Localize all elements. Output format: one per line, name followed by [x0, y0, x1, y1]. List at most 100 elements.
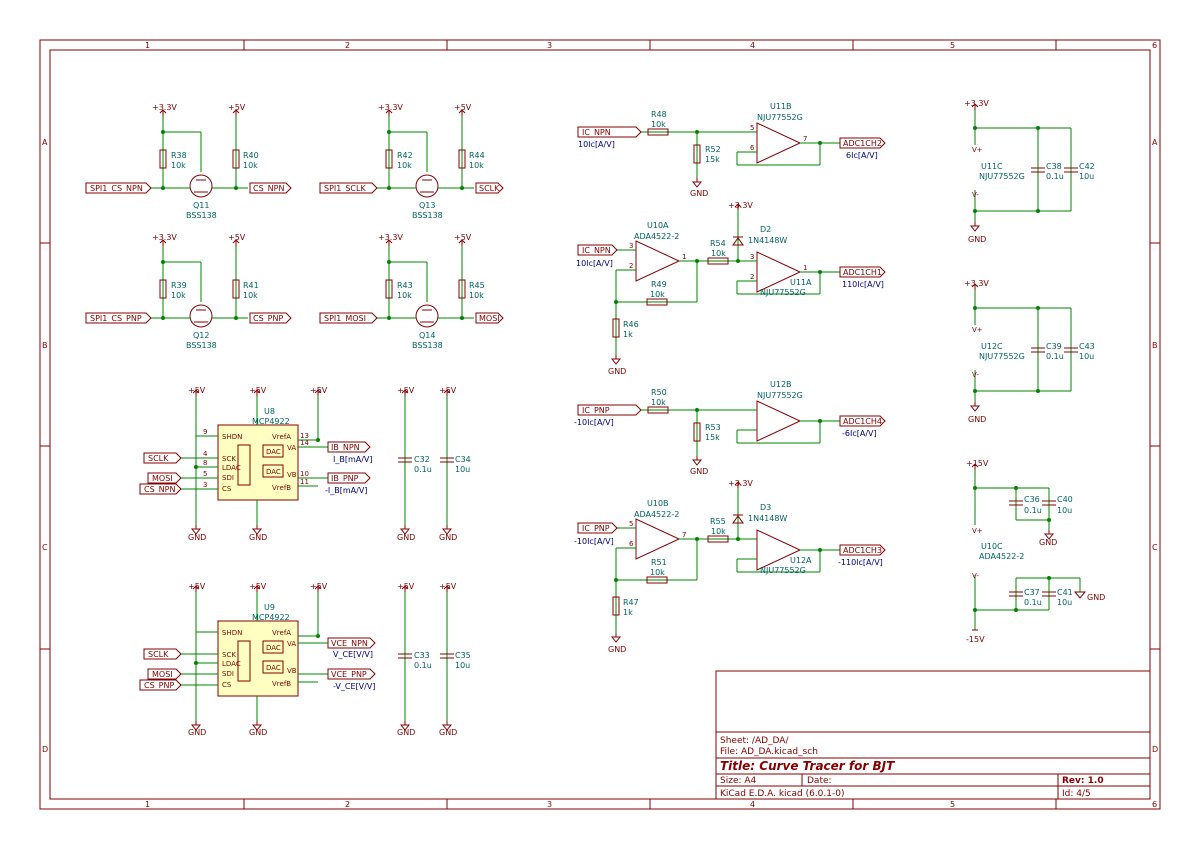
svg-text:10k: 10k	[171, 161, 186, 170]
svg-text:10u: 10u	[1057, 598, 1072, 607]
net-label: CS_NPN	[253, 184, 284, 193]
svg-text:15k: 15k	[705, 433, 720, 442]
row-label: A	[42, 138, 48, 147]
svg-text:U11A: U11A	[790, 278, 812, 287]
svg-text:D2: D2	[760, 225, 771, 234]
row-label: A	[1152, 138, 1158, 147]
col-label: 4	[750, 41, 755, 50]
power-label: +3.3V	[378, 233, 403, 242]
svg-text:IB_NPN: IB_NPN	[331, 443, 360, 452]
svg-text:VrefA: VrefA	[272, 433, 291, 441]
svg-text:+3.3V: +3.3V	[728, 479, 753, 488]
col-label: 5	[950, 41, 955, 50]
svg-text:NJU77552G: NJU77552G	[979, 172, 1025, 181]
supply-u12c	[970, 283, 1079, 412]
svg-text:+3.3V: +3.3V	[728, 201, 753, 210]
row-label: D	[42, 745, 48, 754]
svg-text:SCLK: SCLK	[148, 650, 169, 659]
svg-text:Q11: Q11	[193, 201, 209, 210]
svg-text:10u: 10u	[455, 465, 470, 474]
svg-text:10k: 10k	[711, 527, 726, 536]
svg-text:+5V: +5V	[188, 582, 206, 591]
svg-text:ADC1CH4: ADC1CH4	[843, 417, 882, 426]
svg-text:C34: C34	[455, 455, 471, 464]
row-label: C	[1152, 543, 1158, 552]
power-label: +3.3V	[152, 233, 177, 242]
svg-text:7: 7	[682, 531, 686, 539]
net-label: SPI1_CS_PNP	[90, 314, 142, 323]
col-label: 6	[1152, 800, 1157, 809]
svg-text:SHDN: SHDN	[222, 629, 242, 637]
svg-text:R41: R41	[243, 281, 259, 290]
power-label: +3.3V	[378, 103, 403, 112]
svg-text:VrefB: VrefB	[272, 484, 291, 492]
svg-text:MCP4922: MCP4922	[252, 613, 290, 622]
col-label: 5	[950, 800, 955, 809]
level-shifter-q11	[150, 109, 248, 198]
net-label: MOSI	[479, 314, 500, 323]
dac-labels: +5V +5V +5V GND GND U8 MCP4922 SHDN SCK …	[139, 386, 376, 737]
svg-text:GND: GND	[1039, 538, 1057, 547]
svg-text:DAC: DAC	[266, 664, 281, 672]
sheet-id: Id: 4/5	[1062, 789, 1091, 799]
col-label: 3	[547, 41, 552, 50]
svg-text:R52: R52	[705, 145, 721, 154]
svg-text:15k: 15k	[705, 155, 720, 164]
svg-text:R54: R54	[710, 239, 726, 248]
svg-text:GND: GND	[397, 728, 415, 737]
level-shifter-q13	[376, 109, 474, 198]
svg-text:ADC1CH3: ADC1CH3	[843, 546, 882, 555]
svg-text:+5V: +5V	[310, 386, 328, 395]
svg-text:1k: 1k	[623, 330, 633, 339]
svg-text:U11C: U11C	[981, 162, 1003, 171]
svg-text:C33: C33	[414, 651, 430, 660]
svg-text:GND: GND	[690, 189, 708, 198]
svg-text:VCE_PNP: VCE_PNP	[331, 670, 367, 679]
amp-u11b	[640, 122, 840, 188]
svg-text:+3.3V: +3.3V	[964, 279, 989, 288]
amp-u12b	[640, 400, 840, 466]
svg-text:4: 4	[203, 450, 208, 458]
svg-text:10u: 10u	[455, 661, 470, 670]
sheet-name: Sheet: /AD_DA/	[720, 736, 789, 746]
net-label: CS_PNP	[253, 314, 283, 323]
svg-text:BSS138: BSS138	[186, 341, 217, 350]
svg-text:0.1u: 0.1u	[414, 465, 432, 474]
svg-text:+5V: +5V	[439, 582, 457, 591]
svg-text:GND: GND	[1087, 593, 1105, 602]
svg-text:+5V: +5V	[439, 386, 457, 395]
svg-text:SDI: SDI	[222, 474, 234, 482]
svg-text:Q14: Q14	[419, 331, 435, 340]
svg-text:C32: C32	[414, 455, 430, 464]
svg-text:C42: C42	[1079, 162, 1095, 171]
svg-text:5: 5	[750, 124, 754, 132]
svg-text:-V_CE[V/V]: -V_CE[V/V]	[333, 682, 375, 691]
svg-text:R46: R46	[623, 320, 639, 329]
svg-text:R39: R39	[171, 281, 187, 290]
svg-text:10k: 10k	[469, 291, 484, 300]
svg-text:NJU77552G: NJU77552G	[757, 391, 803, 400]
svg-text:10: 10	[300, 470, 309, 478]
svg-text:GND: GND	[968, 415, 986, 424]
svg-text:IC_NPN: IC_NPN	[582, 246, 611, 255]
svg-text:DAC: DAC	[266, 448, 281, 456]
col-label: 2	[345, 800, 350, 809]
dac-u8	[180, 389, 328, 535]
svg-text:2: 2	[629, 262, 633, 270]
svg-text:5: 5	[203, 470, 207, 478]
svg-text:LDAC: LDAC	[222, 464, 241, 472]
svg-text:IC_PNP: IC_PNP	[582, 406, 610, 415]
svg-text:NJU77552G: NJU77552G	[760, 566, 806, 575]
svg-text:SCK: SCK	[222, 455, 236, 463]
svg-text:GND: GND	[188, 533, 206, 542]
svg-text:6: 6	[750, 144, 755, 152]
svg-text:0.1u: 0.1u	[1024, 506, 1042, 515]
svg-text:MOSI: MOSI	[152, 670, 173, 679]
svg-text:IB_PNP: IB_PNP	[331, 474, 359, 483]
svg-text:V+: V+	[972, 146, 983, 154]
svg-text:14: 14	[300, 439, 309, 447]
svg-text:VrefA: VrefA	[272, 629, 291, 637]
svg-text:1k: 1k	[623, 608, 633, 617]
svg-text:GND: GND	[397, 533, 415, 542]
